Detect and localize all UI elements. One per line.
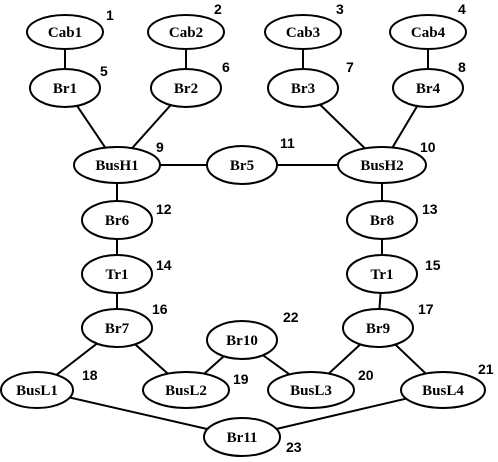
node-br2: Br2 6 <box>150 59 230 108</box>
node-label-cab3: Cab3 <box>286 25 320 41</box>
node-number-br3: 7 <box>346 59 354 75</box>
node-shape-busl4 <box>400 371 486 409</box>
node-label-br10: Br10 <box>226 333 258 349</box>
node-shape-cab1 <box>26 14 104 50</box>
node-number-bush1: 9 <box>156 139 164 155</box>
node-label-br11: Br11 <box>227 430 258 446</box>
node-label-br4: Br4 <box>416 81 441 97</box>
node-label-cab2: Cab2 <box>169 25 203 41</box>
node-cab2: Cab2 2 <box>147 1 225 50</box>
node-br6: Br6 12 <box>81 200 172 240</box>
node-br9: Br9 17 <box>342 301 434 348</box>
node-shape-br1 <box>29 68 101 108</box>
node-label-cab4: Cab4 <box>411 25 446 41</box>
node-label-br5: Br5 <box>230 158 254 174</box>
node-number-cab2: 2 <box>214 1 222 17</box>
node-label-br6: Br6 <box>105 213 130 229</box>
node-number-cab3: 3 <box>336 1 344 17</box>
node-shape-br11 <box>203 417 281 457</box>
node-br3: Br3 7 <box>267 59 354 108</box>
node-br4: Br4 8 <box>392 59 466 108</box>
node-number-busl3: 20 <box>358 367 374 383</box>
node-br8: Br8 13 <box>346 200 438 240</box>
node-shape-br10 <box>206 320 278 360</box>
node-label-br2: Br2 <box>174 81 198 97</box>
node-shape-busl2 <box>142 371 230 409</box>
node-number-br4: 8 <box>458 59 466 75</box>
node-shape-br5 <box>206 145 278 185</box>
node-br10: Br10 22 <box>206 309 299 360</box>
node-bush2: BusH2 10 <box>337 139 436 184</box>
node-number-bush2: 10 <box>420 139 436 155</box>
node-shape-cab3 <box>264 14 342 50</box>
node-shape-br8 <box>346 200 418 240</box>
node-shape-br2 <box>150 68 222 108</box>
node-cab3: Cab3 3 <box>264 1 344 50</box>
node-shape-bush1 <box>73 146 161 184</box>
node-busl1: BusL1 18 <box>0 367 98 409</box>
node-shape-cab4 <box>389 14 467 50</box>
node-br5: Br5 11 <box>206 135 295 185</box>
node-busl4: BusL4 21 <box>400 361 494 409</box>
node-number-br5: 11 <box>280 135 295 151</box>
node-cab1: Cab1 1 <box>26 7 114 50</box>
node-number-busl2: 19 <box>233 371 249 387</box>
node-shape-tr1b <box>346 254 418 294</box>
node-label-tr1b: Tr1 <box>370 267 393 283</box>
node-label-br9: Br9 <box>366 321 390 337</box>
node-label-busl3: BusL3 <box>290 383 332 399</box>
node-number-cab4: 4 <box>458 1 466 17</box>
node-br1: Br1 5 <box>29 63 108 108</box>
node-label-busl4: BusL4 <box>422 383 464 399</box>
node-label-br3: Br3 <box>291 81 315 97</box>
node-number-busl4: 21 <box>478 361 494 377</box>
node-shape-br6 <box>81 200 153 240</box>
node-label-bush2: BusH2 <box>360 158 403 174</box>
node-label-br1: Br1 <box>53 81 77 97</box>
node-number-tr1b: 15 <box>425 257 441 273</box>
node-label-br7: Br7 <box>105 321 130 337</box>
node-busl2: BusL2 19 <box>142 371 249 409</box>
node-busl3: BusL3 20 <box>267 367 374 409</box>
node-number-br8: 13 <box>422 201 438 217</box>
node-number-br9: 17 <box>418 301 434 317</box>
node-label-bush1: BusH1 <box>95 158 138 174</box>
node-number-br2: 6 <box>222 59 230 75</box>
node-shape-busl3 <box>267 371 355 409</box>
node-number-br6: 12 <box>156 201 172 217</box>
node-number-br10: 22 <box>283 309 299 325</box>
node-shape-br4 <box>392 68 464 108</box>
node-number-tr1a: 14 <box>156 257 172 273</box>
node-shape-tr1a <box>81 254 153 294</box>
node-number-busl1: 18 <box>82 367 98 383</box>
node-shape-br9 <box>342 308 414 348</box>
node-cab4: Cab4 4 <box>389 1 467 50</box>
node-shape-busl1 <box>0 371 74 409</box>
node-tr1b: Tr1 15 <box>346 254 441 294</box>
node-label-busl1: BusL1 <box>16 383 58 399</box>
node-shape-cab2 <box>147 14 225 50</box>
node-number-br1: 5 <box>100 63 108 79</box>
node-number-cab1: 1 <box>106 7 114 23</box>
node-tr1a: Tr1 14 <box>81 254 172 294</box>
node-bush1: BusH1 9 <box>73 139 164 184</box>
node-shape-br3 <box>267 68 339 108</box>
node-shape-bush2 <box>337 146 427 184</box>
node-br7: Br7 16 <box>81 301 168 348</box>
node-br11: Br11 23 <box>203 417 302 457</box>
node-number-br11: 23 <box>286 439 302 455</box>
node-label-tr1a: Tr1 <box>105 267 128 283</box>
node-label-br8: Br8 <box>370 213 394 229</box>
node-label-cab1: Cab1 <box>48 25 82 41</box>
node-number-br7: 16 <box>152 301 168 317</box>
node-label-busl2: BusL2 <box>165 383 207 399</box>
node-shape-br7 <box>81 308 153 348</box>
